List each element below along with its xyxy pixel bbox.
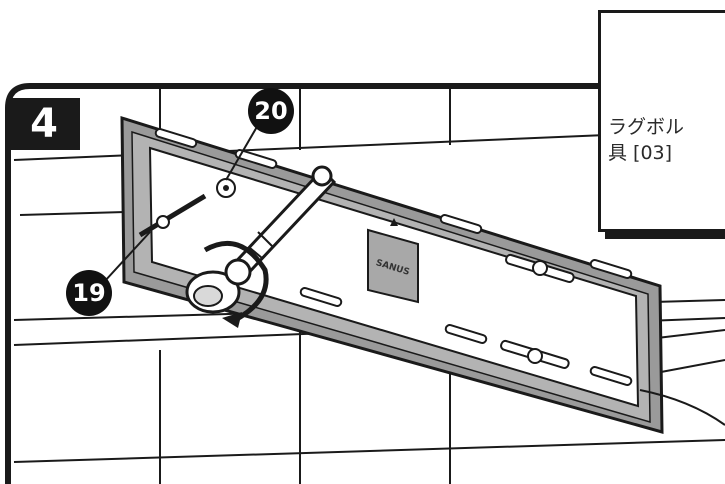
callout-leader-20 xyxy=(225,124,259,181)
callout-20: 20 xyxy=(248,88,294,134)
level-triangle-icon xyxy=(390,218,398,226)
cable-line xyxy=(639,389,725,426)
wall-plate: SANUS xyxy=(120,115,664,434)
step-number-badge: 4 xyxy=(8,98,80,150)
plate-slots xyxy=(154,128,633,386)
rotation-arrowhead-icon xyxy=(222,312,242,328)
washer-icon xyxy=(216,178,236,198)
instruction-note-text: ラグボル 具 [03] xyxy=(608,116,685,164)
instruction-note-box xyxy=(598,10,725,232)
rotation-arrow-icon xyxy=(203,240,269,323)
callout-leader-19 xyxy=(103,231,151,283)
lag-bolt-icon xyxy=(138,193,207,238)
callout-19: 19 xyxy=(66,270,112,316)
adjustment-bolt-icon xyxy=(500,253,575,370)
